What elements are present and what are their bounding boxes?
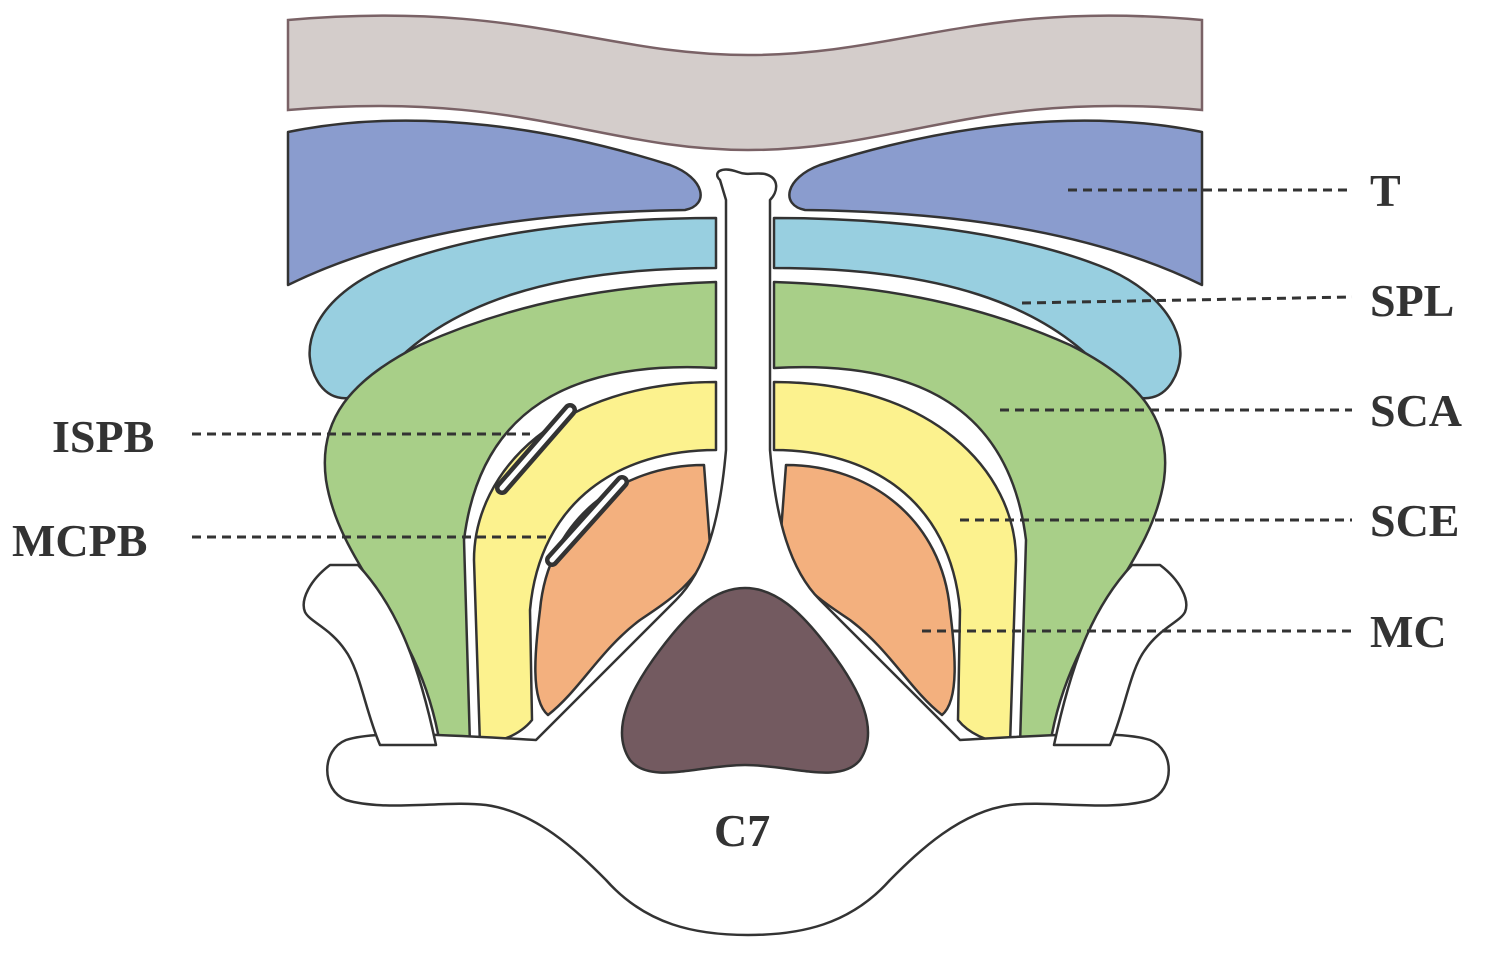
skin-layer [286, 14, 1204, 152]
mcpb-needle-track-inner [549, 479, 625, 563]
label-sce: SCE [1370, 495, 1459, 546]
label-t: T [1370, 165, 1401, 216]
semispinalis-capitis-right [772, 280, 1167, 747]
trapezius-right [788, 119, 1204, 287]
ispb-needle-track-inner [499, 407, 573, 491]
c7-articular-process-right [1052, 563, 1188, 747]
trapezius-left [286, 119, 702, 287]
label-mcpb: MCPB [12, 515, 147, 566]
leader-line-spl [1021, 295, 1353, 305]
splenius-right [772, 216, 1182, 400]
c7-articular-process-left [302, 563, 438, 747]
label-ispb: ISPB [52, 411, 154, 462]
spinal-canal [620, 586, 870, 774]
multifidus-right [778, 463, 956, 717]
c7-vertebra [326, 168, 1170, 937]
label-sca: SCA [1370, 385, 1462, 436]
label-mc: MC [1370, 606, 1447, 657]
label-spl: SPL [1370, 275, 1454, 326]
label-c7: C7 [714, 805, 770, 856]
splenius-left [308, 216, 718, 400]
semispinalis-capitis-left [323, 280, 718, 747]
